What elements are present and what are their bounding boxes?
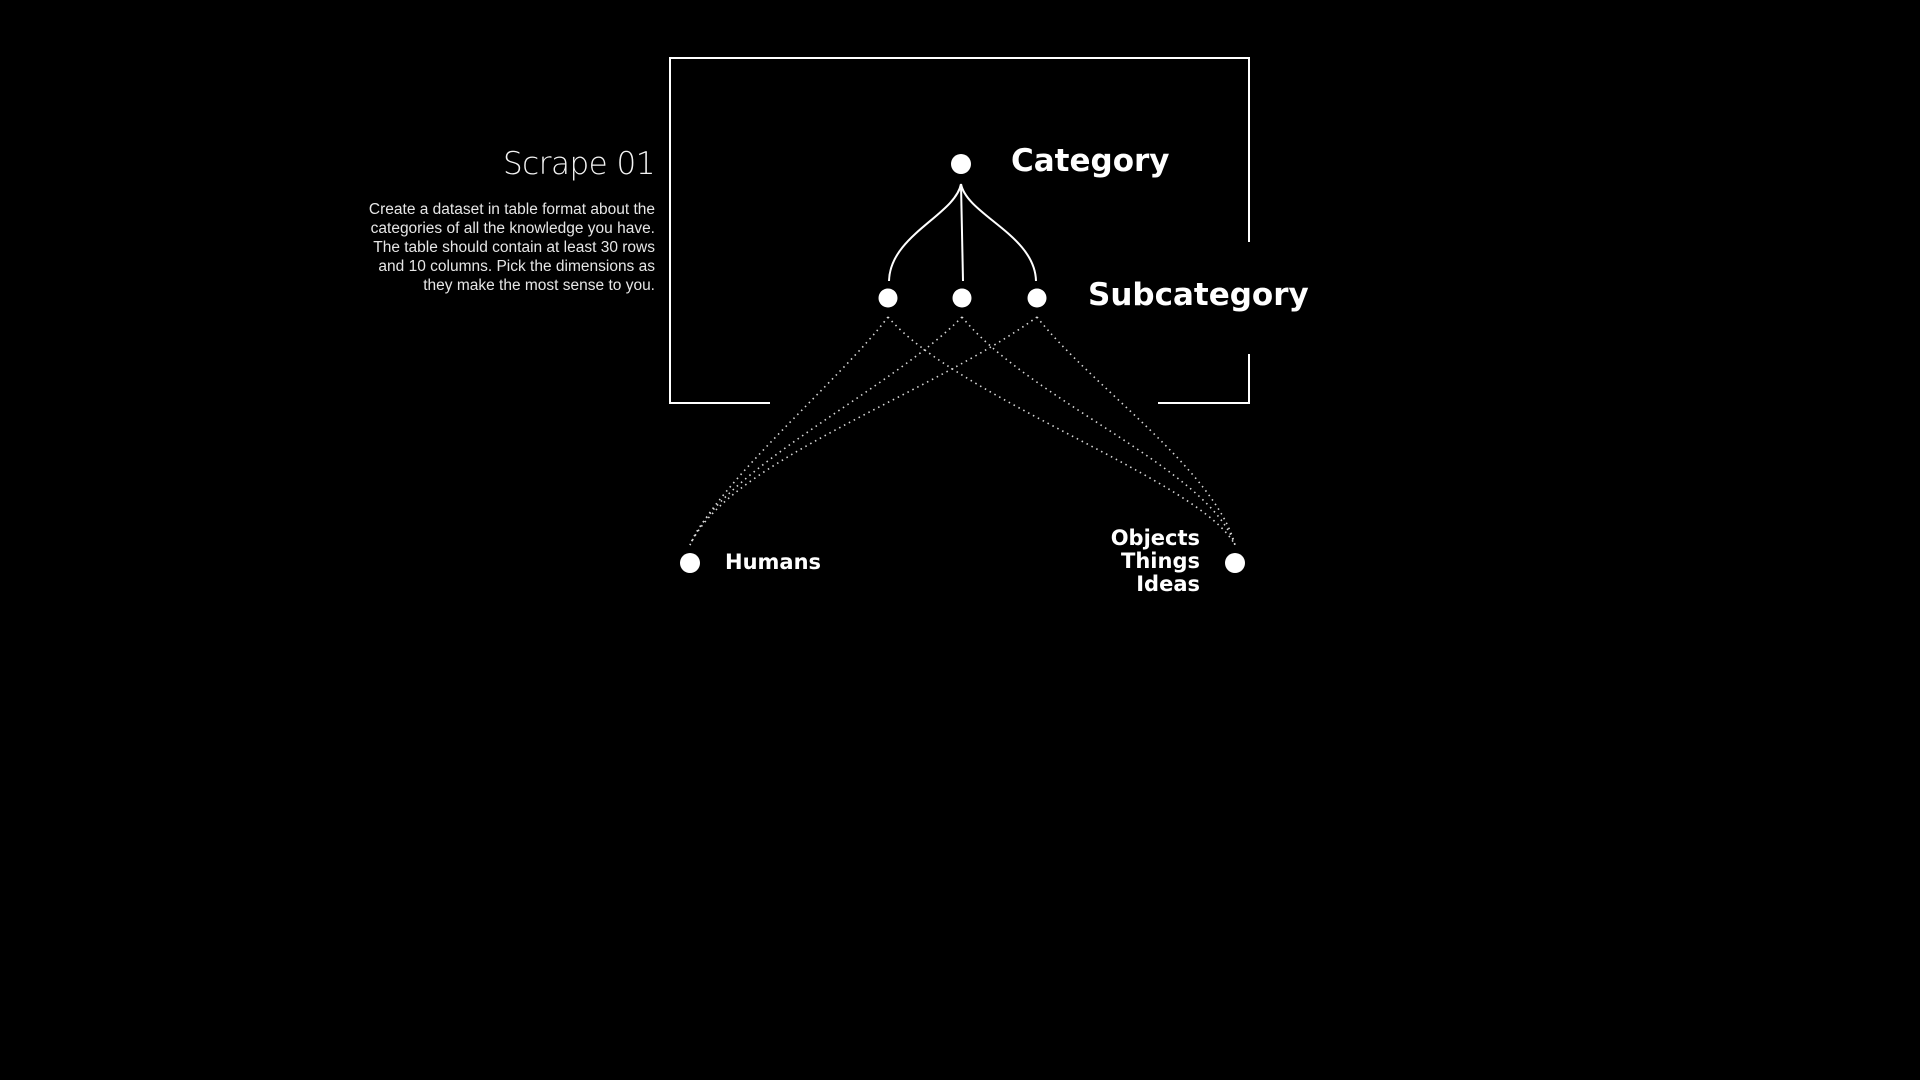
subcategory-node-1	[878, 288, 898, 308]
intro-description: Create a dataset in table format about t…	[368, 201, 655, 294]
subcategory-node-2	[952, 288, 972, 308]
category-label: Category	[1011, 143, 1170, 179]
humans-label: Humans	[725, 550, 822, 574]
dotted-connectors	[689, 316, 1236, 546]
intro-title: Scrape 01	[502, 146, 656, 182]
frame-bottom-right	[1158, 354, 1250, 404]
intro-block: Scrape 01 Create a dataset in table form…	[365, 140, 656, 295]
objects-things-ideas-labels: Objects Things Ideas	[1111, 527, 1200, 596]
humans-node	[680, 553, 700, 573]
subcategory-label: Subcategory	[1088, 277, 1309, 313]
category-node	[951, 154, 971, 174]
objects-label: Objects	[1110, 526, 1200, 550]
things-label: Things	[1121, 549, 1200, 573]
frame-top-left-right	[669, 57, 1250, 404]
objects-node	[1225, 553, 1245, 573]
subcategory-node-3	[1027, 288, 1047, 308]
category-connectors	[888, 183, 1037, 282]
ideas-label: Ideas	[1136, 572, 1200, 596]
frame	[669, 57, 1250, 404]
